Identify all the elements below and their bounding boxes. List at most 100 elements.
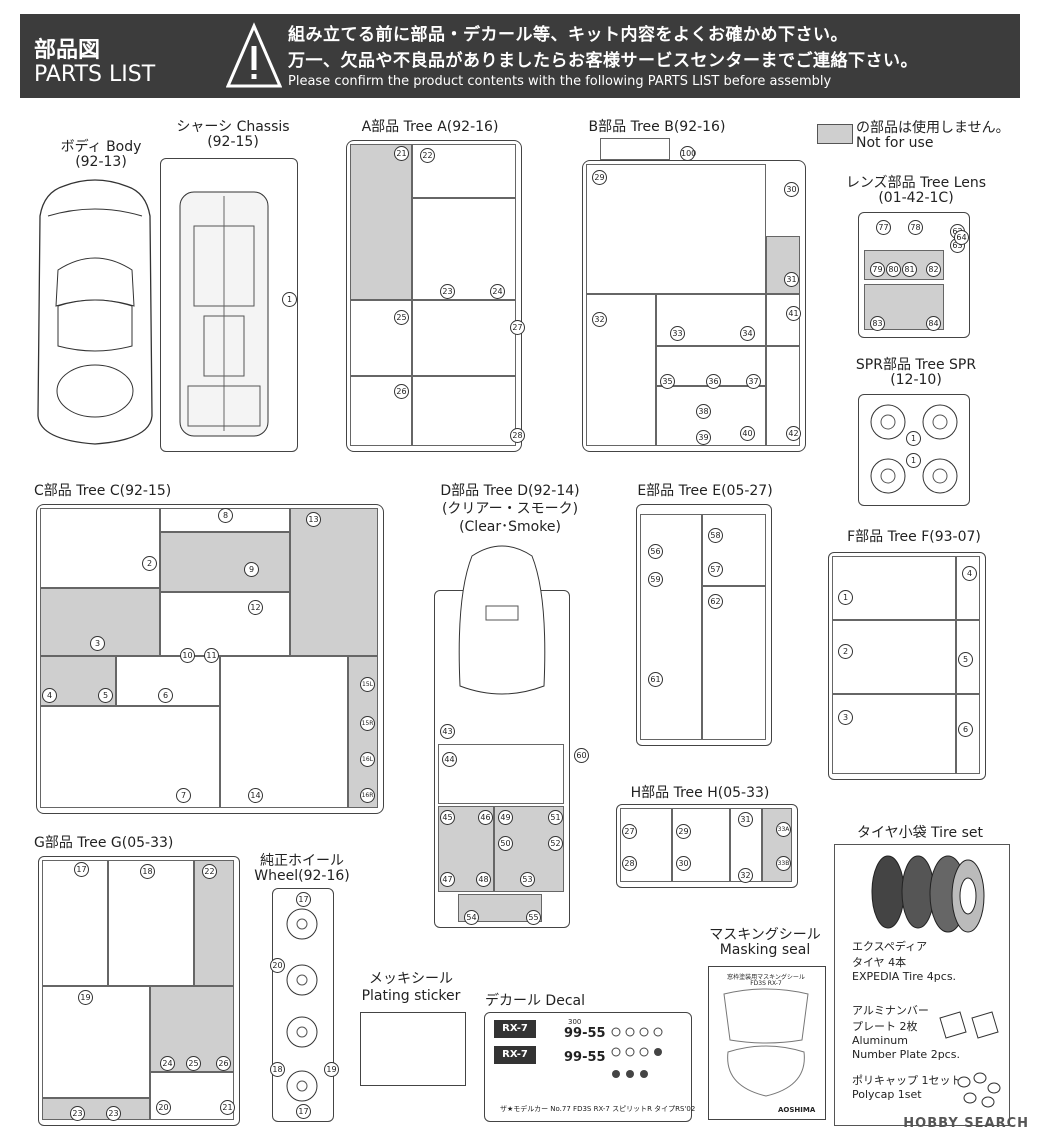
wheel-label-en: Wheel(92-16) (254, 868, 350, 884)
tree-f-cell-6 (956, 694, 980, 774)
part-number: 62 (708, 594, 723, 609)
part-number: 9 (244, 562, 259, 577)
tree-f-cell-2 (832, 620, 956, 694)
part-number: 30 (784, 182, 799, 197)
part-number: 10 (180, 648, 195, 663)
notice-line-2: 万一、欠品や不良品がありましたらお客様サービスセンターまでご連絡下さい。 (288, 51, 918, 71)
part-number: 32 (592, 312, 607, 327)
part-number: 17 (296, 1104, 311, 1119)
tree-c-cell-14 (220, 656, 348, 808)
tire-set-label: タイヤ小袋 Tire set (857, 825, 983, 841)
part-number: 40 (740, 426, 755, 441)
tree-g-cell-19 (42, 986, 150, 1098)
tree-d-label: D部品 Tree D(92-14) (440, 483, 580, 499)
tree-c-cell-10-12 (160, 592, 290, 656)
tree-c-cell-6 (116, 656, 220, 706)
tree-c-cell-7 (40, 706, 220, 808)
part-number: 31 (738, 812, 753, 827)
part-number: 45 (440, 810, 455, 825)
tree-b-cell-41 (766, 294, 800, 346)
decal-marks (611, 1027, 663, 1078)
part-number: 11 (204, 648, 219, 663)
part-number: 81 (902, 262, 917, 277)
tree-spr-code: (12-10) (890, 372, 942, 388)
masking-outlines (723, 988, 809, 1097)
tree-d-windshield (458, 545, 546, 695)
part-number: 27 (510, 320, 525, 335)
polycap-en: Polycap 1set (852, 1088, 922, 1101)
tree-d-sub1: (クリアー・スモーク) (441, 501, 579, 517)
part-number: 17 (296, 892, 311, 907)
tree-e-cell-62 (702, 586, 766, 740)
part-number: 46 (478, 810, 493, 825)
part-number: 2 (838, 644, 853, 659)
wheel-drawings (286, 908, 318, 1102)
masking-brand: AOSHIMA (778, 1106, 816, 1114)
watermark: HOBBY SEARCH (903, 1116, 1029, 1131)
legend-jp: の部品は使用しません。 (856, 120, 1010, 136)
part-number: 23 (106, 1106, 121, 1121)
part-number: 47 (440, 872, 455, 887)
part-number: 38 (696, 404, 711, 419)
part-number: 31 (784, 272, 799, 287)
part-number: 52 (548, 836, 563, 851)
part-number: 19 (78, 990, 93, 1005)
tree-c-label: C部品 Tree C(92-15) (34, 483, 172, 499)
part-number: 59 (648, 572, 663, 587)
tire-drawing (871, 855, 985, 933)
part-number: 15L (360, 677, 375, 692)
part-number: 20 (156, 1100, 171, 1115)
part-number: 23 (70, 1106, 85, 1121)
notice-line-3: Please confirm the product contents with… (288, 74, 832, 89)
part-number: 21 (220, 1100, 235, 1115)
tree-e-frame (636, 504, 772, 746)
part-number: 18 (140, 864, 155, 879)
part-number: 2 (142, 556, 157, 571)
part-number: 18 (270, 1062, 285, 1077)
part-number: 8 (218, 508, 233, 523)
part-number: 4 (962, 566, 977, 581)
part-number: 42 (786, 426, 801, 441)
tree-lens-label: レンズ部品 Tree Lens (845, 175, 987, 191)
part-number: 39 (696, 430, 711, 445)
part-number: 26 (216, 1056, 231, 1071)
part-number: 14 (248, 788, 263, 803)
plate-jp2: プレート 2枚 (852, 1020, 918, 1033)
tree-b-cell-32 (586, 294, 656, 446)
part-number: 17 (74, 862, 89, 877)
warning-icon (226, 22, 282, 88)
part-number: 5 (98, 688, 113, 703)
masking-sheet-title: 窓枠塗装用マスキングシール (727, 974, 805, 981)
part-number: 13 (306, 512, 321, 527)
part-number: 1 (906, 453, 921, 468)
part-number: 16L (360, 752, 375, 767)
part-number: 6 (158, 688, 173, 703)
part-number: 29 (676, 824, 691, 839)
tree-c-cell-13 (290, 508, 378, 656)
part-number: 25 (186, 1056, 201, 1071)
decal-footer: ザ★モデルカー No.77 FD3S RX-7 スピリットR タイプRS'02 (500, 1105, 696, 1113)
title-en: PARTS LIST (34, 62, 156, 87)
wheel-label-jp: 純正ホイール (260, 853, 344, 869)
part-number: 21 (394, 146, 409, 161)
masking-label-en: Masking seal (719, 942, 811, 958)
tree-g-cell-17 (42, 860, 108, 986)
part-number: 41 (786, 306, 801, 321)
part-number: 35 (660, 374, 675, 389)
tree-a-cell-28 (412, 376, 516, 446)
part-number: 53 (520, 872, 535, 887)
part-number: 37 (746, 374, 761, 389)
polycap-drawing (957, 1072, 1001, 1108)
body-drawing (37, 179, 153, 445)
decal-badge: RX-7 (494, 1046, 536, 1064)
part-number: 64 (954, 230, 969, 245)
part-number: 33B (776, 856, 791, 871)
part-number: 49 (498, 810, 513, 825)
part-number: 43 (440, 724, 455, 739)
part-number: 57 (708, 562, 723, 577)
tree-a-cell-25 (350, 300, 412, 376)
tree-lens-code: (01-42-1C) (878, 190, 954, 206)
part-number: 30 (676, 856, 691, 871)
plate-en: Aluminum (852, 1034, 908, 1047)
tree-b-label: B部品 Tree B(92-16) (588, 119, 726, 135)
